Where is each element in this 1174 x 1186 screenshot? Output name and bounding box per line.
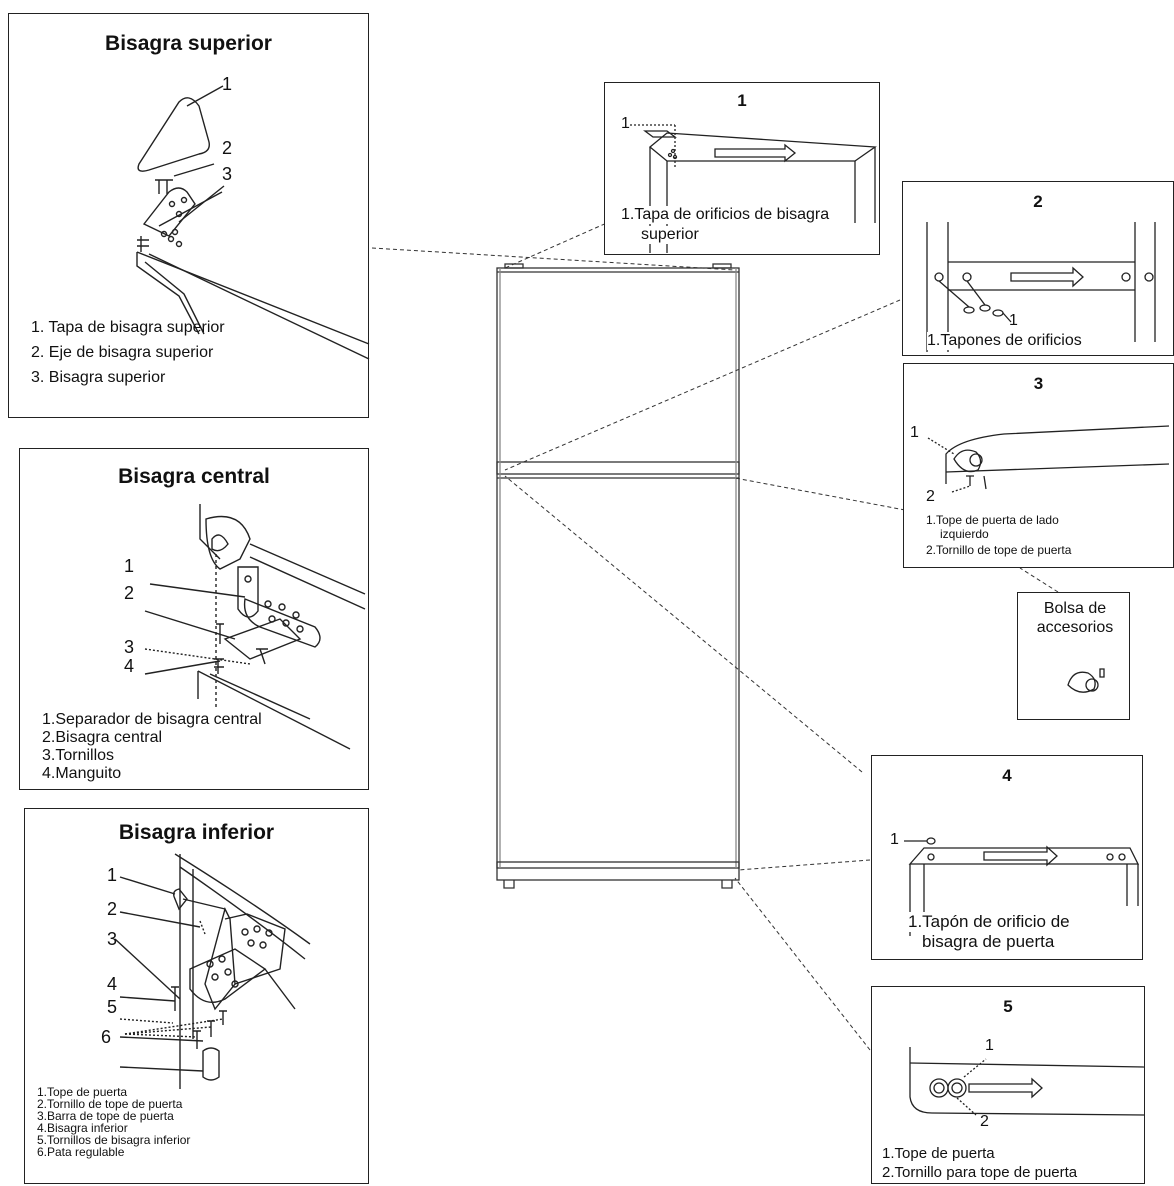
central-legend-2: 2.Bisagra central	[42, 729, 163, 746]
upper-callout-1: 1	[222, 74, 233, 94]
step-1-callout: 1	[621, 115, 630, 132]
step-2-callout: 1	[1009, 312, 1018, 329]
upper-legend-1: 1. Tapa de bisagra superior	[31, 319, 225, 336]
central-legend-3: 3.Tornillos	[42, 747, 115, 764]
central-legend-1: 1.Separador de bisagra central	[42, 711, 262, 728]
lower-legend-2: 2.Tornillo de tope de puerta	[37, 1097, 183, 1111]
central-hinge-illustration	[144, 504, 366, 750]
step-5-callout-1: 1	[985, 1037, 994, 1054]
refrigerator-body	[496, 267, 740, 869]
step-1-legend-1: 1.Tapa de orificios de bisagra	[621, 206, 830, 224]
accessories-bag-label: Bolsa de accesorios	[1036, 600, 1114, 637]
step-5-callout-2: 2	[980, 1113, 989, 1130]
central-callout-4: 4	[124, 656, 135, 676]
step-3-panel: 3 1 2 1.Tope de puerta de lado izquierdo…	[903, 363, 1174, 568]
refrigerator-base	[496, 861, 740, 881]
central-hinge-title: Bisagra central	[118, 465, 270, 488]
lower-legend-6: 6.Pata regulable	[37, 1145, 125, 1159]
central-hinge-panel: Bisagra central 1 2 3 4 1.S	[19, 448, 369, 790]
central-legend-4: 4.Manguito	[42, 765, 122, 782]
step-5-legend-1: 1.Tope de puerta	[882, 1145, 995, 1162]
lower-callout-3: 3	[107, 929, 118, 949]
step-4-callout: 1	[890, 831, 899, 848]
step-3-title: 3	[1033, 374, 1044, 393]
step-4-title: 4	[1002, 766, 1012, 785]
step-1-panel: 1 1 1.Tapa de orificios de bisagra super…	[604, 82, 880, 255]
central-callout-2: 2	[124, 583, 135, 603]
step-1-title: 1	[737, 91, 747, 110]
upper-callout-3: 3	[222, 164, 233, 184]
step-2-panel: 2 1 1.Tapones de orificios	[902, 181, 1174, 356]
lower-legend-4: 4.Bisagra inferior	[37, 1121, 128, 1135]
step-5-illustration	[909, 1047, 1145, 1116]
step-4-legend-2: bisagra de puerta	[922, 932, 1055, 952]
lower-hinge-illustration	[114, 853, 311, 1089]
step-3-callout-2: 2	[926, 488, 935, 505]
step-4-legend-1: 1.Tapón de orificio de	[908, 912, 1070, 932]
upper-hinge-panel: Bisagra superior 1 2 3 1. Tapa de bisagr…	[8, 13, 370, 418]
lower-legend-1: 1.Tope de puerta	[37, 1085, 128, 1099]
refrigerator-middle-hinge-band	[496, 461, 740, 475]
lower-callout-5: 5	[107, 997, 118, 1017]
upper-legend-3: 3. Bisagra superior	[31, 369, 166, 386]
lower-callout-2: 2	[107, 899, 118, 919]
upper-legend-2: 2. Eje de bisagra superior	[31, 344, 214, 361]
upper-callout-2: 2	[222, 138, 233, 158]
lower-callout-1: 1	[107, 865, 118, 885]
step-5-legend-2: 2.Tornillo para tope de puerta	[882, 1164, 1078, 1181]
lower-callout-6: 6	[101, 1027, 112, 1047]
upper-hinge-illustration	[136, 85, 370, 360]
lower-hinge-panel: Bisagra inferior	[24, 808, 369, 1184]
step-2-illustration	[926, 222, 1156, 352]
lower-legend-3: 3.Barra de tope de puerta	[37, 1109, 174, 1123]
step-3-legend-3: 2.Tornillo de tope de puerta	[926, 543, 1072, 557]
lower-callout-4: 4	[107, 974, 118, 994]
step-3-callout-1: 1	[910, 424, 919, 441]
lower-legend-5: 5.Tornillos de bisagra inferior	[37, 1133, 191, 1147]
step-1-legend-2: superior	[641, 226, 699, 244]
step-3-illustration	[927, 425, 1170, 493]
central-callout-3: 3	[124, 637, 135, 657]
accessories-bag-illustration	[1067, 668, 1105, 693]
upper-hinge-title: Bisagra superior	[105, 32, 272, 55]
step-2-title: 2	[1033, 192, 1043, 211]
step-5-panel: 5 1 2 1.Tope de puerta 2.Tornillo para t…	[871, 986, 1145, 1184]
step-3-legend-1: 1.Tope de puerta de lado	[926, 513, 1059, 527]
accessories-bag-panel: Bolsa de accesorios	[1017, 592, 1130, 720]
step-5-title: 5	[1003, 997, 1013, 1016]
step-3-legend-2: izquierdo	[940, 527, 989, 541]
step-2-legend-1: 1.Tapones de orificios	[927, 332, 1082, 350]
lower-hinge-title: Bisagra inferior	[118, 821, 275, 844]
step-4-panel: 4 1 1.Tapón de orificio de bisagra de pu…	[871, 755, 1143, 960]
central-callout-1: 1	[124, 556, 135, 576]
